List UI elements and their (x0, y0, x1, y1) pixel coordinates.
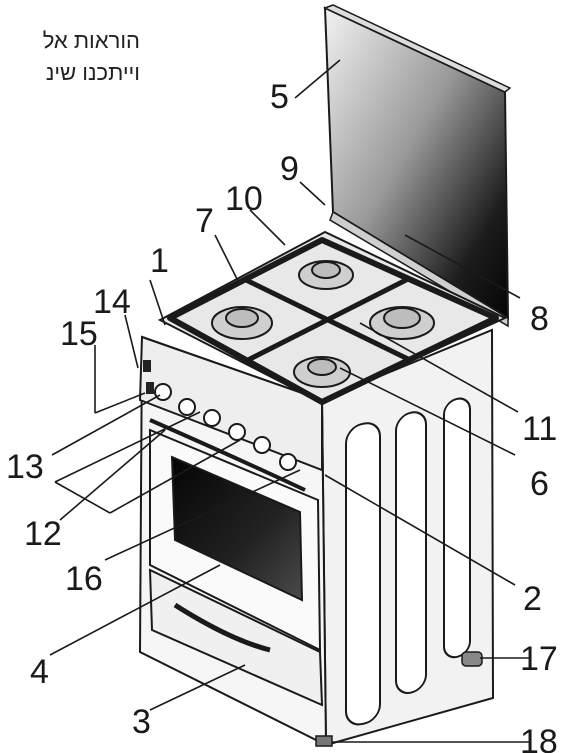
callout-12: 12 (24, 515, 62, 553)
callout-6: 6 (530, 465, 549, 503)
door-handle (149, 418, 306, 492)
callout-13: 13 (6, 448, 44, 486)
callout-17: 17 (520, 640, 558, 678)
indicator-light-icon (143, 360, 151, 372)
callout-1: 1 (150, 242, 169, 280)
pan-support (167, 237, 499, 405)
callout-7: 7 (195, 202, 214, 240)
callout-10: 10 (225, 180, 263, 218)
callout-11: 11 (522, 410, 557, 448)
cooktop (157, 230, 508, 405)
caption-line-1: הוראות אל (42, 28, 140, 53)
callout-14: 14 (93, 283, 131, 321)
burner (369, 306, 435, 340)
control-knobs (143, 360, 297, 471)
leader-lines (49, 59, 530, 743)
callout-5: 5 (270, 78, 289, 116)
burner (298, 260, 354, 290)
front-body (138, 335, 483, 747)
oven-window (170, 455, 304, 602)
side-panel (320, 328, 495, 747)
callout-16: 16 (65, 560, 103, 598)
callout-2: 2 (523, 580, 542, 618)
burner (211, 306, 273, 340)
callout-4: 4 (30, 653, 49, 691)
caption-line-2: וייתכנו שינ (45, 60, 140, 85)
callout-3: 3 (132, 703, 151, 741)
drawer-handle (173, 602, 271, 653)
callout-8: 8 (530, 300, 549, 338)
burner (293, 356, 351, 388)
callout-15: 15 (60, 315, 98, 353)
callout-numbers: 1 2 3 4 5 6 7 8 9 10 11 12 13 14 15 16 1… (6, 78, 558, 753)
callout-18: 18 (520, 723, 558, 753)
adjustable-foot (315, 735, 333, 747)
callout-9: 9 (280, 150, 299, 188)
wheel (461, 651, 483, 667)
ignition-button-icon (146, 382, 154, 394)
